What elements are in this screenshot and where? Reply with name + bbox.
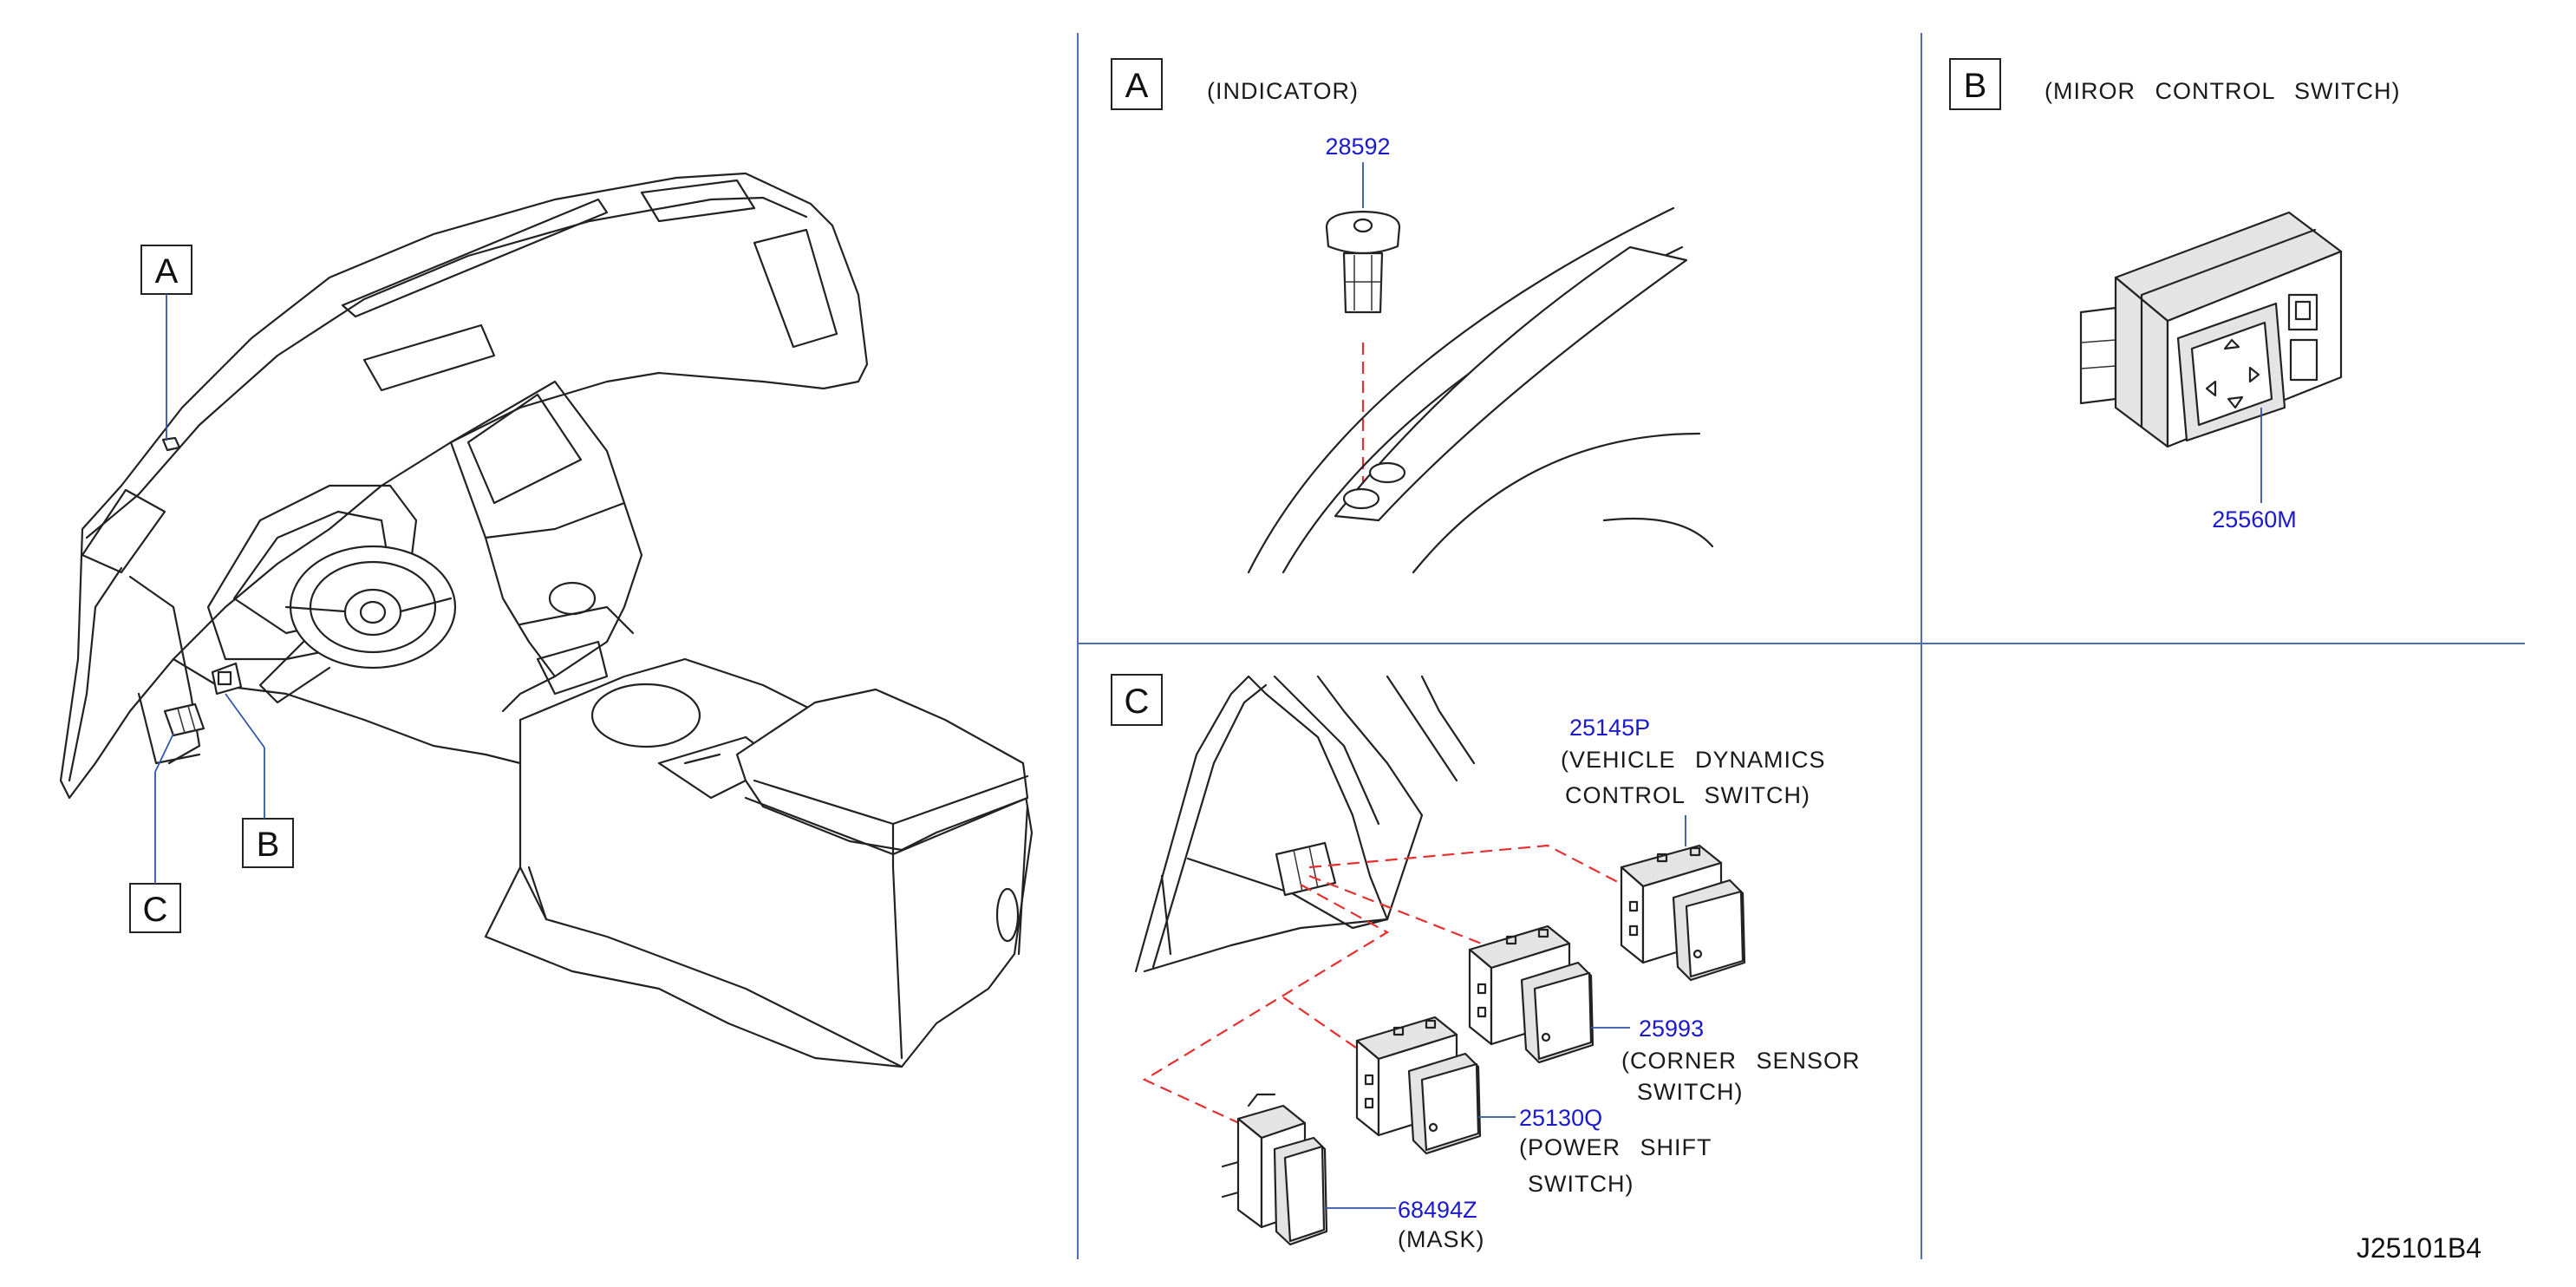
svg-text:C: C — [143, 891, 168, 929]
part-25993-desc-2: SWITCH) — [1637, 1079, 1743, 1105]
mask-drawing — [1221, 1093, 1328, 1246]
dashboard-overview-drawing — [59, 172, 1034, 1068]
panel-a: A (INDICATOR) 28592 — [1111, 58, 1714, 574]
part-number-25130q: 25130Q — [1519, 1105, 1602, 1131]
panel-a-title: (INDICATOR) — [1207, 78, 1359, 104]
part-number-25145p: 25145P — [1569, 715, 1650, 741]
part-number-25993: 25993 — [1639, 1016, 1704, 1042]
panel-separators — [1077, 33, 2525, 1259]
svg-text:A: A — [155, 252, 179, 291]
corner-sensor-switch-drawing — [1468, 924, 1595, 1064]
callout-c: C — [129, 733, 181, 933]
part-number-68494z: 68494Z — [1398, 1197, 1477, 1223]
mirror-control-switch-drawing — [2079, 211, 2343, 448]
panel-c-letter: C — [1125, 683, 1150, 721]
part-25130q-desc-2: SWITCH) — [1528, 1171, 1634, 1197]
dash-surface-drawing — [1247, 206, 1714, 574]
callout-b: B — [225, 693, 294, 868]
part-25993-desc-1: (CORNER SENSOR — [1621, 1048, 1861, 1074]
panel-c: C — [1111, 674, 1861, 1252]
part-number-25560m: 25560M — [2212, 506, 2297, 532]
panel-a-letter: A — [1125, 67, 1149, 105]
power-shift-switch-drawing — [1355, 1016, 1482, 1155]
part-68494z-desc-1: (MASK) — [1398, 1226, 1485, 1252]
panel-b: B (MIROR CONTROL SWITCH) — [1949, 58, 2400, 532]
part-25130q-desc-1: (POWER SHIFT — [1519, 1134, 1712, 1160]
panel-b-title: (MIROR CONTROL SWITCH) — [2044, 78, 2400, 104]
lower-panel-drawing — [1134, 675, 1476, 973]
part-25145p-desc-1: (VEHICLE DYNAMICS — [1561, 747, 1826, 773]
svg-text:B: B — [257, 826, 280, 864]
diagram-code: J25101B4 — [2357, 1232, 2481, 1264]
callout-a: A — [140, 245, 192, 441]
part-number-28592: 28592 — [1325, 134, 1390, 160]
panel-b-letter: B — [1964, 67, 1987, 105]
vdc-switch-drawing — [1620, 844, 1746, 982]
indicator-clip-drawing — [1325, 210, 1401, 314]
part-25145p-desc-2: CONTROL SWITCH) — [1565, 782, 1810, 808]
